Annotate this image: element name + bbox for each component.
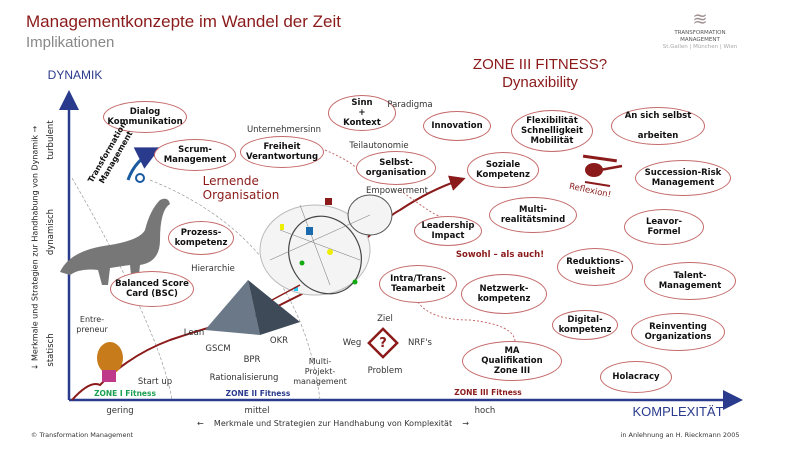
bubble-ma-qualifikation: MA Qualifikation Zone III xyxy=(462,341,562,381)
bubble-dialog: Dialog Kommunikation xyxy=(103,101,187,133)
zone3-label: ZONE III Fitness xyxy=(454,388,522,397)
label-hierarchie: Hierarchie xyxy=(191,264,235,274)
helicopter-icon xyxy=(582,154,623,187)
label-entrepreneur: Entre- preneur xyxy=(76,315,108,334)
bubble-selbstorganisation: Selbst- organisation xyxy=(356,151,436,185)
label-sowohl-als-auch: Sowohl – als auch! xyxy=(455,250,545,260)
logo-line: St.Gallen | München | Wien xyxy=(662,44,738,50)
zone-heading-line1: ZONE III FITNESS? xyxy=(472,56,608,73)
head-illustration xyxy=(97,342,123,382)
label-unternehmersinn: Unternehmersinn xyxy=(246,125,322,135)
network-illustration xyxy=(259,194,393,296)
bubble-succession-risk: Succession-Risk Management xyxy=(635,160,731,196)
label-paradigma: Paradigma xyxy=(387,100,433,110)
label-teilautonomie: Teilautonomie xyxy=(349,141,409,151)
label-problem: Problem xyxy=(367,366,403,376)
logo-line: TRANSFORMATION xyxy=(674,30,726,36)
label-rationalisierung: Rationalisierung xyxy=(209,373,279,383)
x-axis-title: KOMPLEXITÄT xyxy=(632,404,724,419)
bubble-netzwerkkompetenz: Netzwerk- kompetenz xyxy=(461,274,547,314)
y-level-statisch: statisch xyxy=(46,333,56,367)
y-axis-caption-text: Merkmale und Strategien zur Handhabung v… xyxy=(30,135,40,361)
bubble-soziale-kompetenz: Soziale Kompetenz xyxy=(467,152,539,188)
bubble-digitalkompetenz: Digital- kompetenz xyxy=(552,310,618,340)
bubble-reinventing-organizations: Reinventing Organizations xyxy=(631,313,725,351)
zone2-label: ZONE II Fitness xyxy=(225,389,291,398)
bubble-prozesskompetenz: Prozess- kompetenz xyxy=(168,221,234,255)
bubble-holacracy: Holacracy xyxy=(600,361,672,393)
page-title: Managementkonzepte im Wandel der Zeit xyxy=(26,12,341,31)
logo: ≋ TRANSFORMATION MANAGEMENT St.Gallen | … xyxy=(655,10,745,51)
pyramid-illustration xyxy=(205,280,301,335)
bubble-leadership-impact: Leadership Impact xyxy=(414,216,482,246)
label-startup: Start up xyxy=(137,377,173,387)
logo-icon: ≋ xyxy=(692,9,708,30)
x-level-gering: gering xyxy=(106,406,134,416)
page-subtitle: Implikationen xyxy=(26,34,115,51)
logo-line: MANAGEMENT xyxy=(680,37,720,43)
footer-copyright: © Transformation Management xyxy=(30,431,134,439)
footer-source: in Anlehnung an H. Rieckmann 2005 xyxy=(620,431,740,439)
question-mark-icon: ? xyxy=(379,336,387,351)
bubble-bsc: Balanced Score Card (BSC) xyxy=(110,271,194,307)
dotted-link xyxy=(324,149,361,176)
transformation-arrow-icon xyxy=(126,147,161,183)
zone-heading: ZONE III FITNESS? Dynaxibility xyxy=(440,56,640,92)
x-level-hoch: hoch xyxy=(474,406,496,416)
label-multiprojekt: Multi- Projekt- management xyxy=(293,357,347,386)
bubble-innovation: Innovation xyxy=(423,111,491,141)
bubble-freiheit: Freiheit Verantwortung xyxy=(240,136,324,168)
x-level-mittel: mittel xyxy=(244,406,270,416)
dinosaur-illustration xyxy=(60,198,170,285)
label-empowerment: Empowerment xyxy=(365,186,429,196)
x-axis-caption: ← Merkmale und Strategien zur Handhabung… xyxy=(197,419,469,428)
bubble-reduktionsweisheit: Reduktions- weisheit xyxy=(557,248,633,286)
y-axis-title: DYNAMIK xyxy=(47,68,103,82)
bubble-leavor-formel: Leavor- Formel xyxy=(624,209,704,245)
bubble-talent-management: Talent- Management xyxy=(644,262,736,300)
label-gscm: GSCM xyxy=(205,344,231,354)
question-diamond-icon xyxy=(367,327,399,359)
x-axis-caption-text: Merkmale und Strategien zur Handhabung v… xyxy=(213,419,453,428)
bubble-scrum: Scrum- Management xyxy=(154,139,236,171)
label-weg: Weg xyxy=(342,338,362,348)
label-nrf: NRF's xyxy=(408,338,432,348)
bubble-sinn-kontext: Sinn + Kontext xyxy=(328,95,396,131)
zone1-boundary xyxy=(71,177,173,401)
zone1-label: ZONE I Fitness xyxy=(94,389,156,398)
y-axis-caption: ↓ Merkmale und Strategien zur Handhabung… xyxy=(30,125,40,371)
dotted-link xyxy=(399,189,441,217)
y-level-turbulent: turbulent xyxy=(46,120,56,160)
y-level-dynamisch: dynamisch xyxy=(46,208,56,256)
label-lean: Lean xyxy=(183,328,205,338)
label-ziel: Ziel xyxy=(377,314,393,324)
label-bpr: BPR xyxy=(243,355,261,365)
label-lernende-organisation: Lernende Organisation xyxy=(202,174,280,202)
bubble-teamarbeit: Intra/Trans- Teamarbeit xyxy=(379,265,457,303)
dotted-link xyxy=(417,301,516,343)
bubble-multirealitaetsmind: Multi- realitätsmind xyxy=(489,197,577,233)
zone-heading-line2: Dynaxibility xyxy=(502,74,578,91)
bubble-flexibilitaet: Flexibilität Schnelligkeit Mobilität xyxy=(511,110,593,152)
label-okr: OKR xyxy=(269,336,289,346)
bubble-an-sich-selbst: An sich selbst arbeiten xyxy=(611,107,705,145)
